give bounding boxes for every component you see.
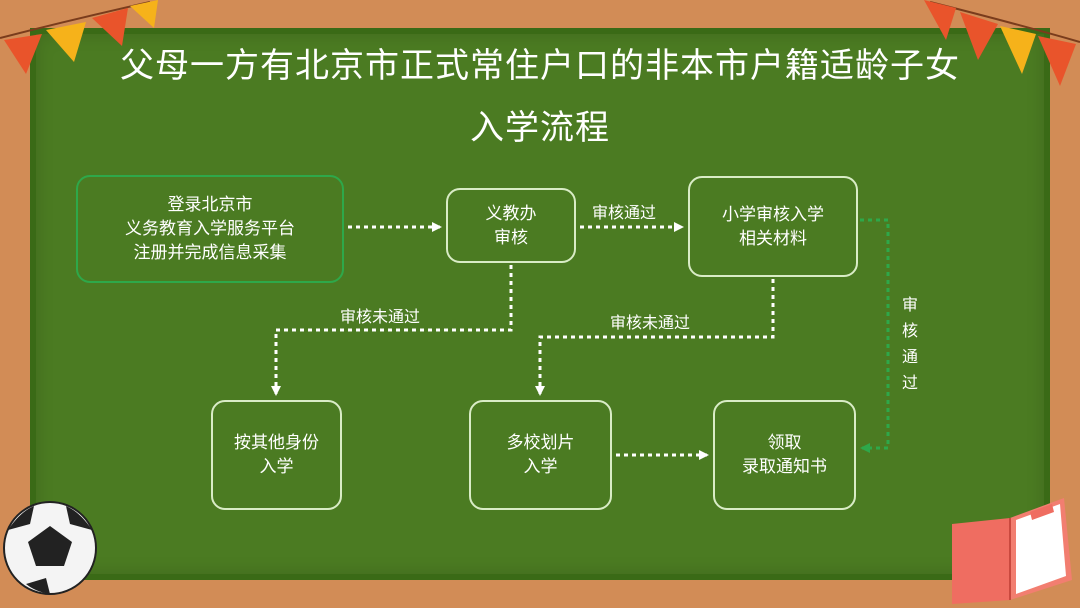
node-other-identity-line1: 按其他身份 (234, 433, 319, 453)
label-fail-2: 审核未通过 (610, 313, 691, 332)
bunting-left-icon (0, 0, 158, 74)
arrow-school-pass (860, 218, 890, 453)
page-title: 父母一方有北京市正式常住户口的非本市户籍适龄子女 (120, 46, 960, 86)
node-school-review: 小学审核入学 相关材料 (688, 176, 858, 277)
node-notice-line1: 领取 (767, 433, 802, 453)
label-pass-2-char2: 核 (901, 321, 918, 340)
node-review-line2: 审核 (494, 227, 528, 248)
node-review-line1: 义教办 (485, 203, 537, 224)
node-notice: 领取 录取通知书 (713, 400, 856, 510)
node-register-line2: 义务教育入学服务平台 (125, 219, 295, 239)
soccer-ball-icon (3, 501, 97, 595)
label-pass-2: 审 核 通 过 (900, 292, 920, 396)
node-school-review-line2: 相关材料 (739, 228, 807, 249)
node-other-identity: 按其他身份 入学 (211, 400, 342, 510)
node-multi-school: 多校划片 入学 (469, 400, 612, 510)
chalkboard (30, 28, 1050, 580)
label-pass-1: 审核通过 (592, 203, 657, 222)
node-register-line1: 登录北京市 (167, 195, 253, 215)
book-icon (952, 498, 1072, 604)
node-register: 登录北京市 义务教育入学服务平台 注册并完成信息采集 (76, 175, 344, 283)
node-multi-school-line2: 入学 (523, 457, 558, 477)
arrow-review-fail (271, 265, 513, 396)
label-pass-2-char4: 过 (901, 373, 918, 392)
node-review: 义教办 审核 (446, 188, 576, 263)
label-pass-2-char3: 通 (901, 347, 918, 366)
node-school-review-line1: 小学审核入学 (722, 204, 824, 225)
node-notice-line2: 录取通知书 (742, 457, 827, 477)
node-register-line3: 注册并完成信息采集 (133, 243, 287, 263)
page-subtitle: 入学流程 (470, 108, 610, 148)
node-multi-school-line1: 多校划片 (506, 433, 575, 453)
label-fail-1: 审核未通过 (340, 307, 421, 326)
label-pass-2-char1: 审 (901, 295, 918, 314)
node-other-identity-line2: 入学 (259, 457, 294, 477)
bunting-right-icon (924, 0, 1080, 86)
arrow-school-fail (535, 279, 775, 396)
